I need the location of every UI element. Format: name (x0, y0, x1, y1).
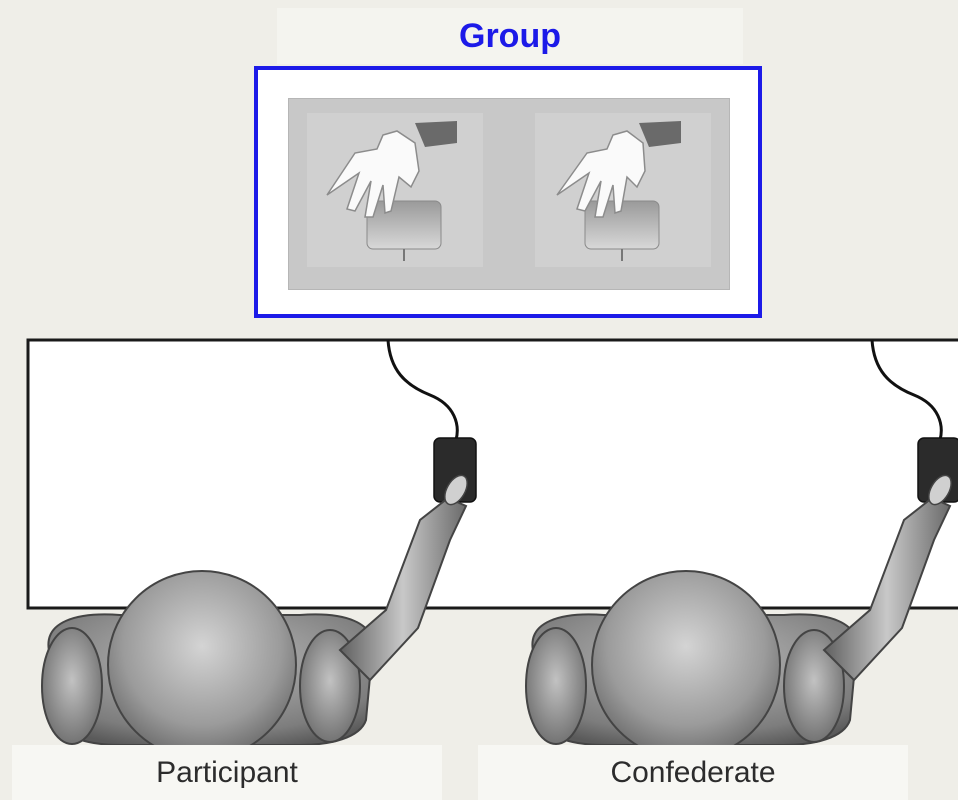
scene-illustration (26, 338, 958, 745)
title-box: Group (277, 8, 743, 64)
right-button-cable (870, 339, 943, 441)
hand-on-button-icon (556, 121, 681, 261)
table (26, 338, 958, 610)
hand-on-button-icon (326, 121, 457, 261)
left-button-cable (386, 339, 459, 441)
stimulus-frame (254, 66, 762, 318)
right-hand-panel (535, 113, 711, 267)
confederate-label: Confederate (610, 755, 776, 789)
diagram-title: Group (459, 16, 561, 55)
left-hand-panel (307, 113, 483, 267)
participant-figure (41, 474, 468, 745)
confederate-figure (525, 474, 952, 745)
participant-label-box: Participant (12, 745, 442, 800)
confederate-label-box: Confederate (478, 745, 908, 800)
stimulus-image (288, 98, 730, 290)
participant-label: Participant (156, 755, 298, 789)
